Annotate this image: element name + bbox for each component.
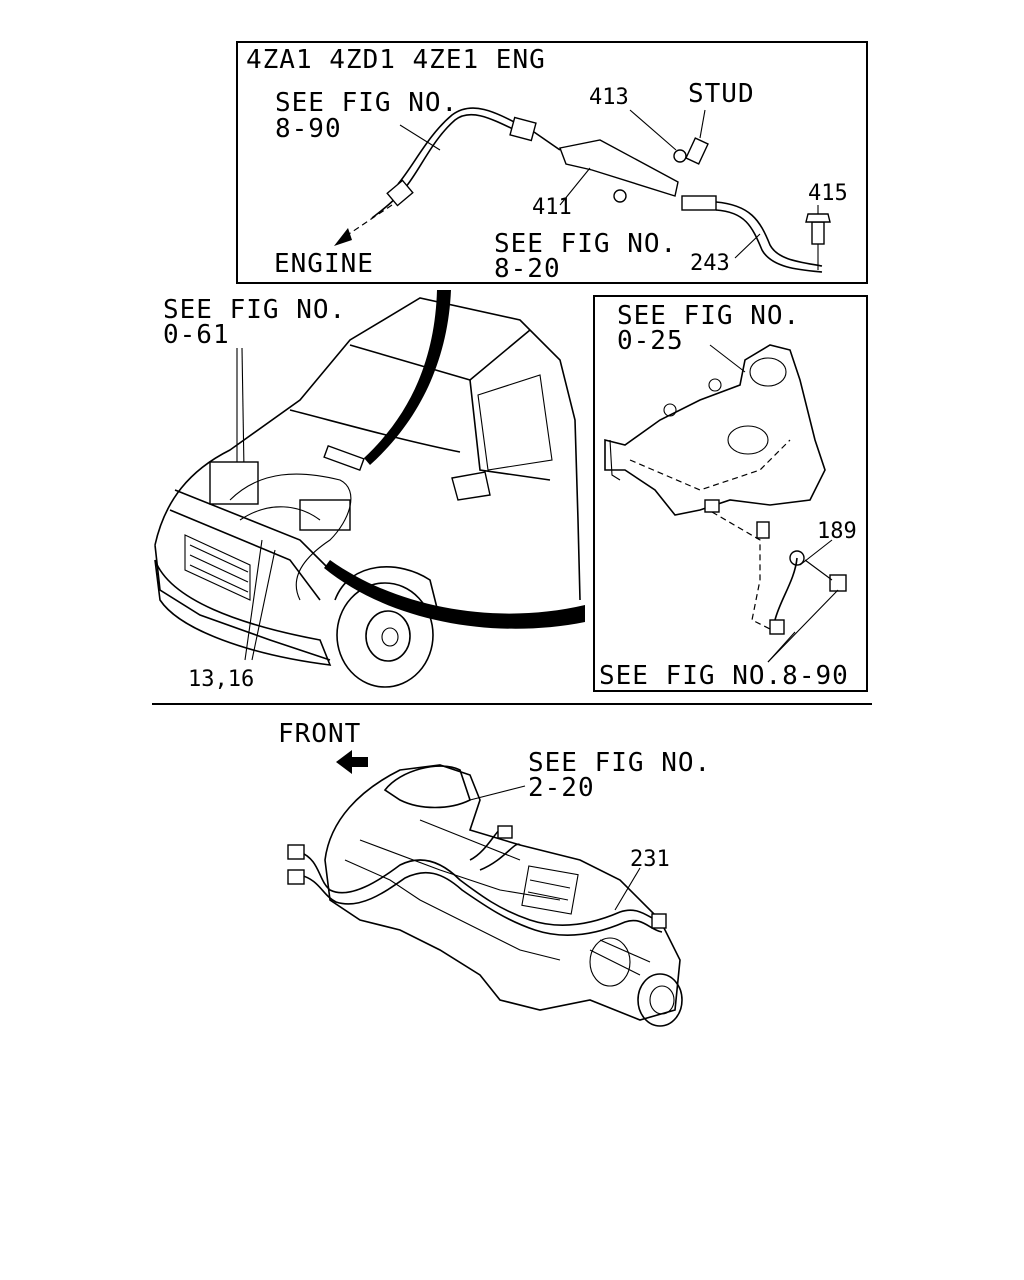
part-231-label: 231: [630, 847, 670, 872]
nut-411: [613, 189, 627, 203]
see-fig-061-label: SEE FIG NO.: [163, 295, 346, 325]
front-label: FRONT: [278, 719, 361, 749]
transmission-housing: [324, 764, 681, 1021]
harness-411: [533, 131, 561, 151]
part-13-16-label: 13,16: [188, 667, 254, 692]
see-fig-820-label: SEE FIG NO.: [494, 229, 677, 259]
leader-231: [614, 867, 641, 911]
stud-label: STUD: [688, 79, 755, 109]
see-fig-061-number: 0-61: [163, 320, 230, 350]
bolt-415: [811, 221, 825, 245]
exhaust-manifold: [604, 344, 826, 516]
manifold-panel: SEE FIG NO. 0-25 189 SEE FIG NO.8-90: [593, 295, 868, 692]
see-fig-220-label: SEE FIG NO.: [528, 748, 711, 778]
top-panel-frame: [236, 41, 868, 284]
sensor-mark: [323, 444, 365, 472]
engine-block: [299, 499, 351, 531]
see-fig-890-label: SEE FIG NO.: [275, 88, 458, 118]
part-189-label: 189: [817, 519, 857, 544]
leader-189: [799, 539, 833, 566]
leader-stud: [699, 109, 706, 139]
see-fig-025-label: SEE FIG NO.: [617, 301, 800, 331]
leader-025: [709, 344, 746, 373]
sensor-189-body: [756, 521, 770, 539]
callout-arc-bottom: [324, 560, 585, 629]
manifold-port-mid: [727, 425, 769, 455]
grille: [184, 534, 251, 601]
leader-061-b: [241, 347, 245, 471]
connector-231-a: [287, 844, 305, 860]
top-cover: [521, 865, 579, 915]
side-window: [477, 374, 553, 471]
bolt-415-head: [805, 213, 831, 223]
leader-411: [559, 167, 591, 206]
nut-413: [673, 149, 687, 163]
connector-243: [681, 195, 717, 211]
side-mirror: [451, 471, 491, 501]
leader-243: [734, 233, 761, 259]
leader-13-16-b: [251, 549, 276, 661]
engine-arrow: [334, 228, 352, 246]
vehicle-view: SEE FIG NO. 0-61: [154, 290, 585, 692]
harness-to-engine: [371, 113, 516, 219]
connector-upper: [509, 116, 537, 142]
engine-label: ENGINE: [274, 249, 374, 279]
connector-231-d: [651, 913, 667, 929]
part-413-label: 413: [589, 85, 629, 110]
engine-title: 4ZA1 4ZD1 4ZE1 ENG: [246, 45, 546, 75]
see-fig-025-number: 0-25: [617, 326, 684, 356]
callout-arc-top: [364, 290, 451, 465]
part-243-label: 243: [690, 251, 730, 276]
front-arrow: [336, 750, 368, 774]
stud: [685, 137, 709, 165]
sensor-189-connector: [769, 619, 785, 635]
see-fig-890-number: 8-90: [275, 114, 342, 144]
manifold-panel-frame: [593, 295, 868, 692]
sensor-411: [559, 139, 679, 197]
connector-lower: [386, 179, 414, 207]
connector-231-c: [497, 825, 513, 839]
part-411-label: 411: [532, 195, 572, 220]
part-415-label: 415: [808, 181, 848, 206]
manifold-port-top: [749, 357, 787, 387]
leader-13-16-a: [244, 539, 263, 661]
bell-housing-top: [383, 765, 471, 809]
transmission-view: FRONT SEE FIG NO. 2-20 231: [278, 719, 711, 1027]
leader-413: [629, 109, 677, 151]
battery: [209, 461, 259, 505]
connector-231-b: [287, 869, 305, 885]
leader-220: [469, 785, 526, 801]
engine-harness: [229, 473, 352, 601]
harness-231: [299, 851, 663, 927]
bumper: [154, 559, 332, 666]
see-fig-890-bottom-label: SEE FIG NO.8-90: [599, 661, 849, 691]
sensor-mount: [704, 499, 720, 513]
leader-890: [399, 124, 441, 151]
leader-890-b: [767, 589, 839, 663]
front-wheel: [336, 582, 434, 688]
harness-243: [715, 201, 823, 267]
output-shaft: [637, 973, 683, 1027]
vehicle-body: [154, 297, 581, 661]
bolt-189: [829, 574, 847, 592]
see-fig-820-number: 8-20: [494, 254, 561, 284]
wheel-arch: [334, 566, 441, 621]
see-fig-220-number: 2-20: [528, 773, 595, 803]
top-panel: 4ZA1 4ZD1 4ZE1 ENG SEE FIG NO. 8-90 ENGI…: [236, 41, 868, 284]
